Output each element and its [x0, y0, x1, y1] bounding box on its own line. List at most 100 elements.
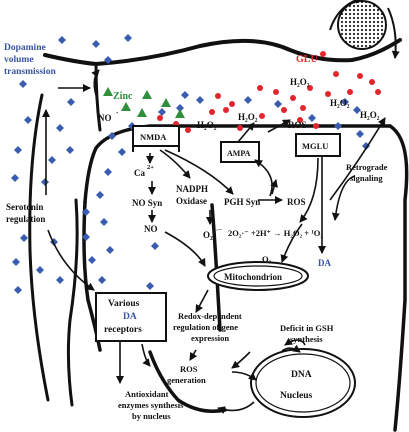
dopamine-diamond [82, 208, 90, 216]
label-dopamine-volume-transmission: Dopamine volume transmission [4, 43, 56, 77]
no-mid-label: NO [144, 224, 158, 234]
dopamine-diamond [24, 116, 32, 124]
dopamine-molecules [11, 34, 370, 294]
glutamate-molecules [157, 51, 381, 133]
h2o2-label-b: H₂O₂ [238, 112, 258, 122]
o2-minus-label: O₂ [203, 230, 213, 240]
o2-mito-label: O₂ [262, 254, 272, 264]
dopamine-diamond [66, 146, 74, 154]
glutamate-dot [333, 71, 339, 77]
mitochondrion [207, 261, 309, 291]
mglu-receptor-box [295, 133, 341, 157]
dopamine-diamond [308, 114, 316, 122]
redox-label-line-3: expression [191, 333, 229, 343]
no-top-label: NO [98, 113, 112, 123]
dopamine-diamond [100, 218, 108, 226]
vesicle [329, 0, 400, 59]
h2o2-label-d: H₂O₂ [330, 98, 350, 108]
glutamate-dot [325, 91, 331, 97]
zinc-triangle [142, 90, 152, 99]
glutamate-dot [357, 73, 363, 79]
glutamate-dot [237, 125, 243, 131]
serotonin-label-line-2: regulation [6, 214, 45, 224]
dopamine-diamond [98, 276, 106, 284]
serotonin-label-line-1: Serotonin [6, 202, 43, 212]
dopamine-label-line-1: Dopamine [4, 43, 46, 53]
zinc-triangle [103, 87, 113, 96]
antioxidant-line-3: by nucleus [132, 411, 171, 421]
dopamine-diamond [146, 282, 154, 290]
dopamine-diamond [151, 242, 159, 250]
glutamate-dot [257, 85, 263, 91]
dopamine-diamond [20, 234, 28, 242]
dopamine-diamond [56, 124, 64, 132]
glutamate-dot [290, 95, 296, 101]
h2o2-label-c: H₂O₂ [290, 77, 310, 87]
glu-label: GLU [296, 54, 318, 65]
ros-top-label: ROS [288, 120, 307, 130]
h2o2-label-e: H₂O₂ [360, 110, 380, 120]
dopamine-diamond [19, 80, 27, 88]
glutamate-dot [297, 117, 303, 123]
no-top-sup: · [116, 109, 118, 117]
da-receptor-label: DA [123, 312, 137, 322]
various-label: Various [108, 299, 140, 309]
dopamine-label-line-2: volume [4, 55, 34, 65]
zinc-ions [103, 87, 185, 118]
glutamate-dot [313, 123, 319, 129]
glutamate-dot [281, 107, 287, 113]
ca-label: Ca [134, 168, 145, 178]
dopamine-diamond [67, 98, 75, 106]
nadph-label-line-1: NADPH [176, 184, 208, 194]
nucleus [250, 348, 356, 418]
glutamate-dot [229, 101, 235, 107]
redox-label-line-2: regulation of gene [173, 322, 238, 332]
zinc-triangle [175, 109, 185, 118]
pgh-syn-label: PGH Syn [224, 197, 260, 207]
zinc-triangle [161, 98, 171, 107]
dopamine-diamond [104, 56, 112, 64]
glutamate-dot [215, 93, 221, 99]
dopamine-diamond [124, 34, 132, 42]
dopamine-diamond [14, 146, 22, 154]
gsh-label-line-1: Deficit in GSH [280, 323, 334, 333]
dopamine-diamond [36, 266, 44, 274]
dopamine-diamond [96, 191, 104, 199]
no-syn-label: NO Syn [132, 198, 162, 208]
dopamine-diamond [106, 246, 114, 254]
dopamine-diamond [14, 286, 22, 294]
glutamate-dot [320, 51, 326, 57]
dopamine-diamond [104, 168, 112, 176]
glutamate-dot [375, 89, 381, 95]
ampa-label: AMPA [227, 149, 251, 158]
ca-sup: 2+ [147, 164, 154, 171]
dopamine-diamond [11, 174, 19, 182]
dopamine-diamond [244, 96, 252, 104]
dopamine-diamond [181, 91, 189, 99]
redox-label-line-1: Redox-dependent [178, 311, 242, 321]
antioxidant-line-1: Antioxidant [125, 389, 169, 399]
left-axon [28, 62, 102, 407]
dopamine-diamond [353, 106, 361, 114]
zinc-triangle [121, 102, 131, 111]
reaction-label: 2O₂·⁻ +2H⁺ → H₂O₂ + ¹O₂ [228, 228, 323, 238]
dopamine-diamond [196, 96, 204, 104]
dopamine-diamond [341, 98, 349, 106]
glutamate-dot [273, 89, 279, 95]
glutamate-dot [157, 115, 163, 121]
ampa-receptor-box [220, 141, 260, 163]
glutamate-dot [223, 107, 229, 113]
nadph-label-line-2: Oxidase [176, 196, 207, 206]
dopamine-diamond [118, 148, 126, 156]
dopamine-diamond [158, 108, 166, 116]
dopamine-diamond [12, 258, 20, 266]
o2-minus-sup: ·− [216, 227, 222, 234]
dopamine-diamond [82, 233, 90, 241]
antioxidant-line-2: enzymes synthesis [118, 400, 184, 410]
dopamine-label-line-3: transmission [4, 67, 56, 77]
da-label: DA [318, 258, 331, 268]
glutamate-dot [209, 109, 215, 115]
glutamate-dot [369, 79, 375, 85]
